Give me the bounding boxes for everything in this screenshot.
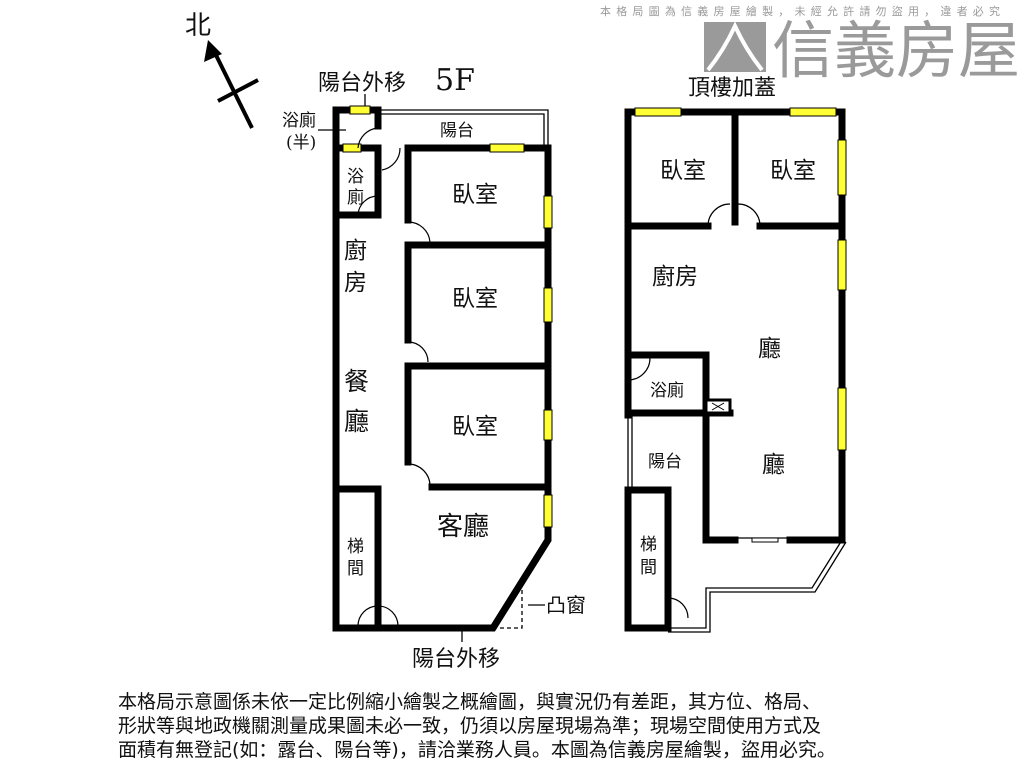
bath-label-1: 浴 <box>347 167 364 187</box>
half-bath-note: (半) <box>286 133 316 153</box>
plan-rooftop: 頂樓加蓋 臥室 臥室 廚房 廳 廳 浴廁 陽台 梯 間 <box>624 76 847 633</box>
stairs-label-1: 梯 <box>347 537 364 557</box>
north-arrow-icon: 北 <box>185 11 259 129</box>
bedroom-3-label: 臥室 <box>452 414 498 440</box>
roof-balcony-label: 陽台 <box>648 452 682 472</box>
plan-5f: 陽台外移 5F 浴廁 (半) 陽台 <box>282 63 586 672</box>
plan-5f-title: 5F <box>435 63 475 98</box>
roof-stairs-label-2: 間 <box>640 558 657 578</box>
bay-window-label: 凸窗 <box>546 593 586 617</box>
stairs-label-2: 間 <box>347 559 364 579</box>
roof-bedroom-1-label: 臥室 <box>660 158 706 184</box>
living-label: 客廳 <box>437 512 489 542</box>
bath-label-2: 廁 <box>347 187 364 208</box>
kitchen-label-1: 廚 <box>344 238 367 264</box>
watermark: 本格局圖為信義房屋繪製，未經允許請勿盜用，違者必究 信義房屋 <box>600 4 1020 87</box>
kitchen-label-2: 房 <box>344 270 367 296</box>
roof-bath-label: 浴廁 <box>650 380 684 401</box>
plan-rooftop-title: 頂樓加蓋 <box>688 76 776 101</box>
roof-stairs-label-1: 梯 <box>640 535 657 555</box>
north-label: 北 <box>185 11 211 41</box>
roof-hall-upper-label: 廳 <box>758 336 781 362</box>
balcony-moved-bottom-label: 陽台外移 <box>412 647 500 672</box>
roof-hall-lower-label: 廳 <box>762 452 785 478</box>
watermark-notice: 本格局圖為信義房屋繪製，未經允許請勿盜用，違者必究 <box>600 4 1000 18</box>
balcony-label: 陽台 <box>440 121 474 141</box>
watermark-brand: 信義房屋 <box>772 14 1020 87</box>
disclaimer-line: 形狀等與地政機關測量成果圖未必一致，仍須以房屋現場為準；現場空間使用方式及 <box>118 715 822 737</box>
bedroom-1-label: 臥室 <box>452 182 498 208</box>
half-bath-label: 浴廁 <box>282 110 316 131</box>
disclaimer-line: 本格局示意圖係未依一定比例縮小繪製之概繪圖，與實況仍有差距，其方位、格局、 <box>118 691 822 713</box>
dining-label-2: 廳 <box>344 407 369 436</box>
disclaimer-line: 面積有無登記(如：露台、陽台等)，請洽業務人員。本圖為信義房屋繪製，盜用必究。 <box>118 739 836 761</box>
roof-bedroom-2-label: 臥室 <box>770 158 816 184</box>
dining-label-1: 餐 <box>344 367 369 396</box>
roof-kitchen-label: 廚房 <box>652 264 698 290</box>
balcony-moved-top-label: 陽台外移 <box>318 71 406 96</box>
bedroom-2-label: 臥室 <box>452 286 498 312</box>
disclaimer: 本格局示意圖係未依一定比例縮小繪製之概繪圖，與實況仍有差距，其方位、格局、 形狀… <box>118 690 918 762</box>
